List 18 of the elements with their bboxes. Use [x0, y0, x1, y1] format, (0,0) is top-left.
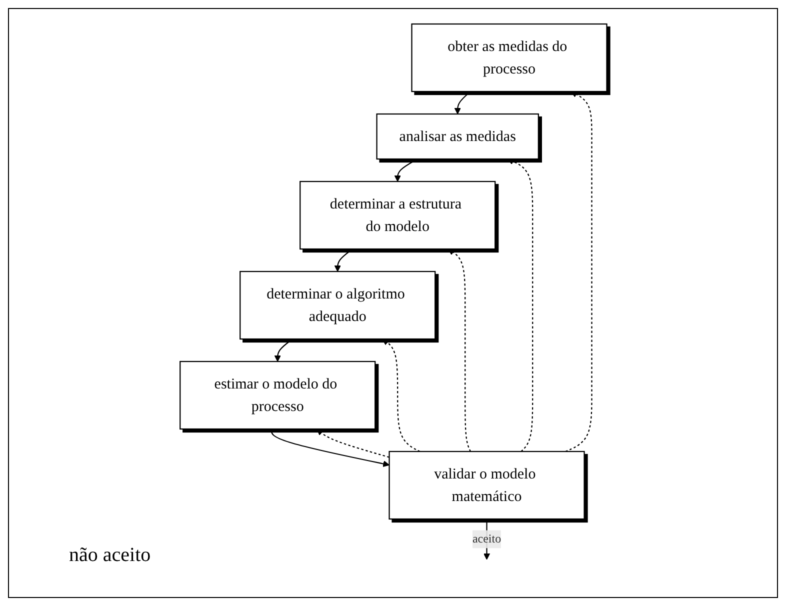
arrow: [506, 158, 533, 452]
node-box: determinar a estrutura do modelo: [299, 180, 496, 250]
node-box: determinar o algoritmo adequado: [239, 270, 436, 340]
arrow: [454, 91, 470, 114]
node-box: validar o modelo matemático: [388, 450, 584, 520]
arrow: [316, 428, 389, 458]
arrow: [382, 338, 420, 452]
arrow: [274, 338, 292, 362]
node-box: obter as medidas do processo: [410, 23, 607, 92]
node-box: analisar as medidas: [376, 113, 539, 160]
edge-label: aceito: [472, 532, 501, 546]
node-box: estimar o modelo do processo: [179, 360, 376, 430]
arrow: [448, 248, 471, 452]
arrow: [564, 91, 592, 452]
arrow: [270, 428, 390, 468]
note-text: não aceito: [69, 544, 151, 567]
arrow: [394, 158, 418, 182]
arrow: [334, 248, 352, 272]
